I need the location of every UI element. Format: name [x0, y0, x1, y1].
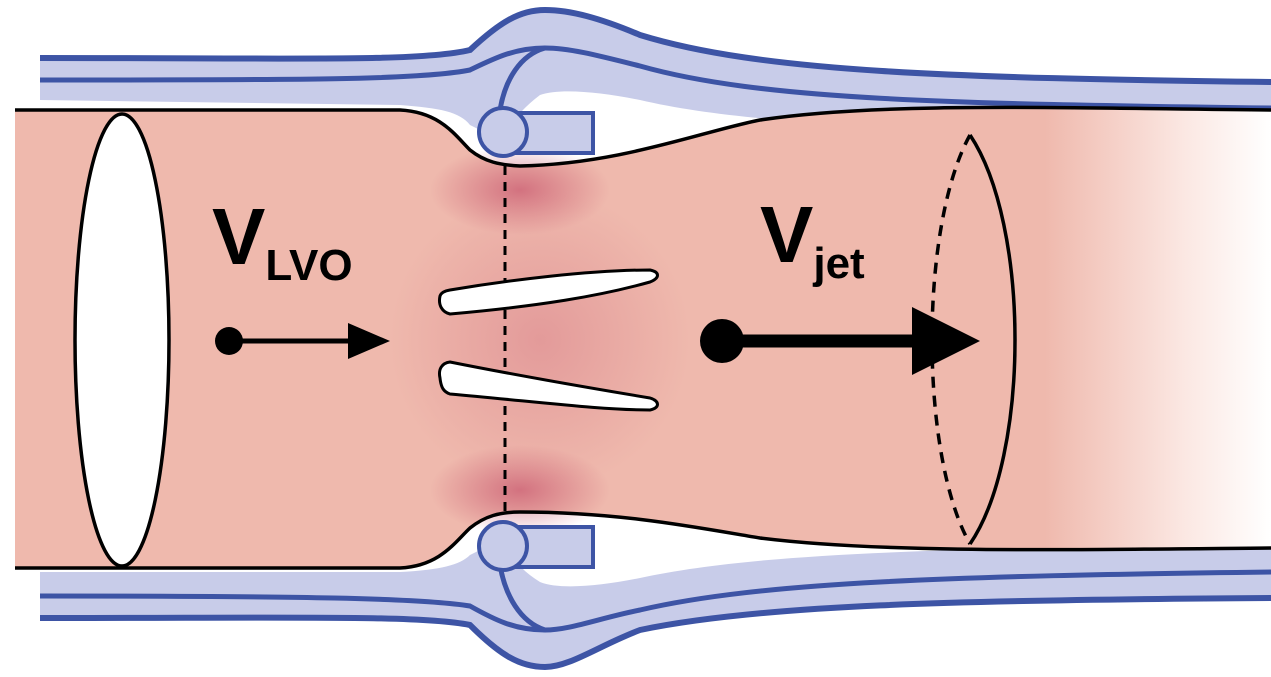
lvo-velocity-symbol: V [212, 192, 265, 281]
valve-annulus-top [479, 108, 593, 156]
lvo-velocity-subscript: LVO [265, 241, 352, 290]
jet-velocity-symbol: V [760, 190, 813, 279]
glow-center [390, 190, 690, 490]
jet-velocity-subscript: jet [812, 239, 865, 288]
valve-annulus-bottom [479, 522, 593, 570]
lvo-cross-section [75, 114, 169, 566]
